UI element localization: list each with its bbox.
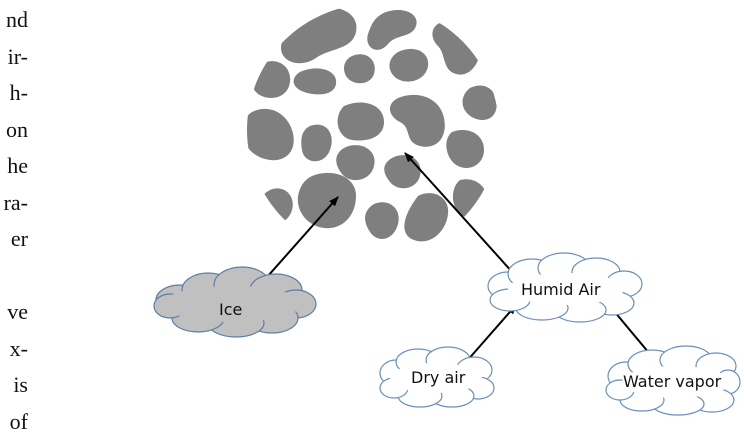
dry-air-label: Dry air (411, 368, 466, 387)
mixed-phase-sphere (242, 4, 499, 256)
water-vapor-cloud: Water vapor (606, 346, 740, 415)
ice-cloud: Ice (154, 267, 316, 337)
dry-air-cloud: Dry air (380, 347, 494, 407)
ice-label: Ice (219, 300, 242, 319)
water-vapor-label: Water vapor (623, 372, 722, 391)
humid-air-label: Humid Air (521, 280, 601, 299)
diagram-canvas: Ice Humid Air Dry air (0, 0, 744, 426)
arrow-dry-air-to-humid-air (466, 305, 516, 362)
